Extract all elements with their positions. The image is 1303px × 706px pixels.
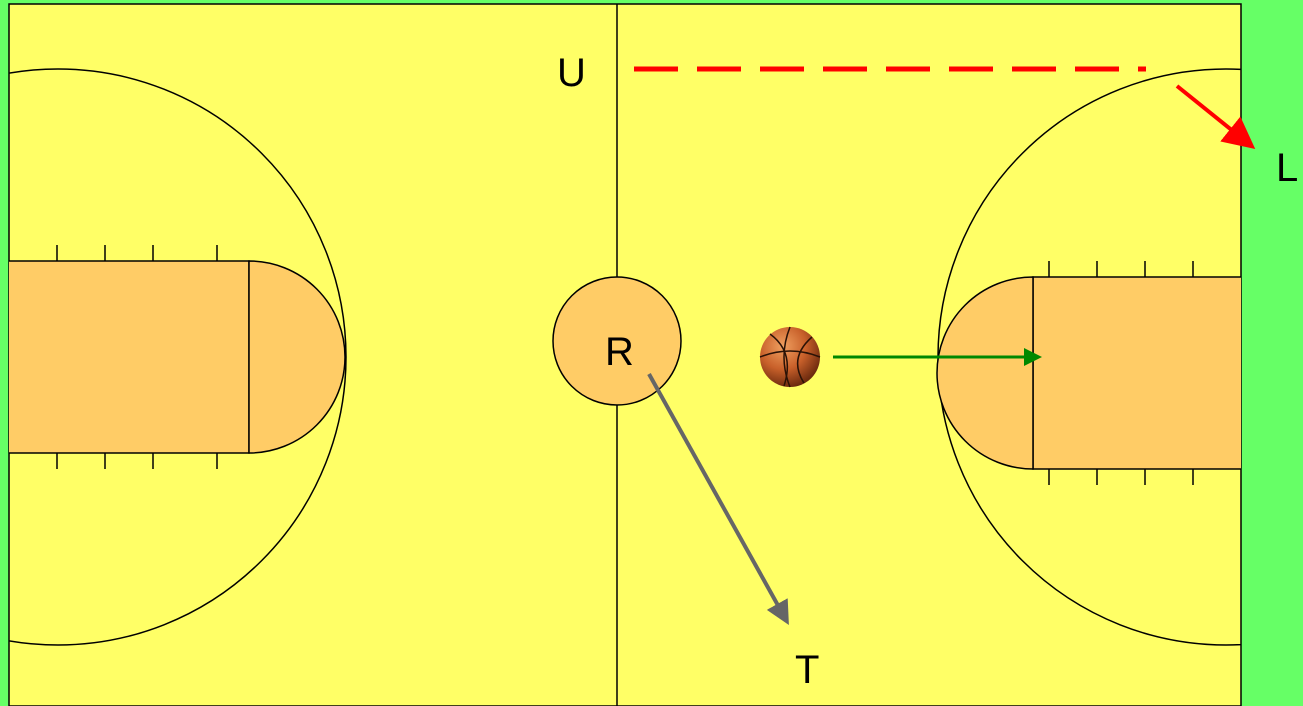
- center-circle: [552, 276, 682, 406]
- left-lane-hash-marks: [56, 245, 218, 469]
- marker-label-R: R: [605, 330, 634, 374]
- left-three-point-arc: [9, 68, 347, 646]
- arrow-to-T: [647, 373, 789, 625]
- basketball-icon: [759, 326, 821, 388]
- marker-label-L: L: [1276, 146, 1298, 190]
- right-free-throw-semicircle: [936, 276, 1034, 470]
- right-key: [1032, 276, 1241, 470]
- arrow-to-L: [1175, 84, 1256, 150]
- marker-label-T: T: [795, 648, 819, 692]
- left-free-throw-semicircle: [248, 260, 346, 454]
- left-key: [9, 260, 250, 454]
- marker-label-U: U: [557, 51, 586, 95]
- right-lane-hash-marks: [1048, 261, 1194, 485]
